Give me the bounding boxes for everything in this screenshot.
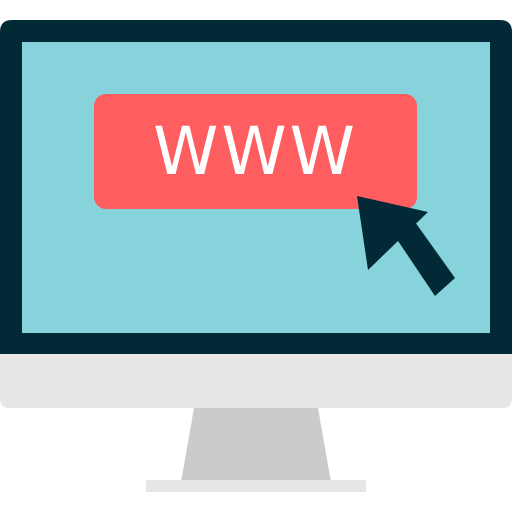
monitor-chin <box>0 354 512 408</box>
mouse-cursor-icon <box>357 196 455 296</box>
monitor-base <box>146 480 366 492</box>
www-button-bg <box>94 94 417 209</box>
monitor-stand <box>181 408 331 482</box>
